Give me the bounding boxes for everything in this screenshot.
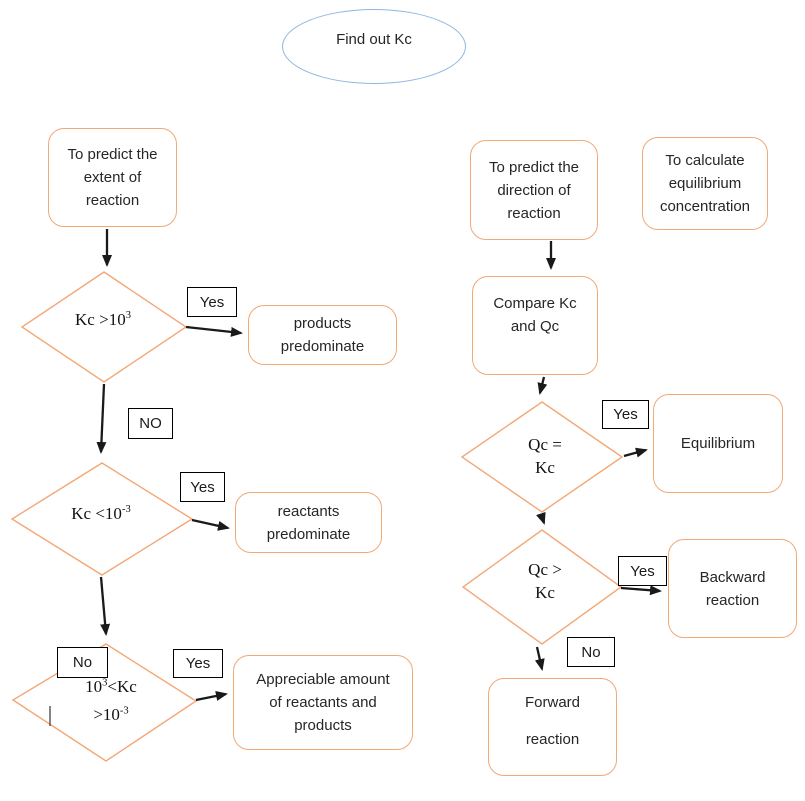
no-label-text: NO bbox=[139, 415, 162, 432]
extent-box-line: reaction bbox=[85, 192, 140, 209]
dr1-line1: Qc = bbox=[528, 435, 562, 454]
compare-box-line: Compare Kc bbox=[493, 294, 577, 312]
yes-label-d3: Yes bbox=[173, 649, 223, 678]
arrow-d1-to-products bbox=[185, 325, 243, 337]
backward-box: Backward reaction bbox=[668, 539, 797, 638]
appreciable-box-line: products bbox=[294, 717, 352, 734]
direction-box: To predict the direction of reaction bbox=[470, 140, 598, 240]
direction-box-line: reaction bbox=[507, 204, 561, 222]
no-label-text: No bbox=[72, 654, 93, 671]
direction-box-line: To predict the bbox=[488, 158, 580, 176]
decision-qc-gt-kc-text: Qc > Kc bbox=[528, 558, 562, 604]
yes-label-text: Yes bbox=[630, 562, 655, 580]
backward-box-line: reaction bbox=[705, 591, 760, 609]
d3-l2-exponent: -3 bbox=[119, 705, 129, 716]
calc-concentration-box: To calculate equilibrium concentration bbox=[642, 137, 768, 230]
yes-label-text: Yes bbox=[190, 478, 215, 496]
d3-line1: 103<Kc bbox=[85, 671, 137, 699]
dr2-line2: Kc bbox=[535, 583, 555, 602]
backward-box-line: Backward bbox=[699, 568, 766, 586]
d3-l1b: <Kc bbox=[107, 677, 137, 696]
arrow-d2-to-reactants bbox=[191, 518, 230, 531]
decision-kc-lt-1e-3-diamond bbox=[10, 462, 194, 576]
decision-kc-gt-1e3-diamond bbox=[20, 271, 188, 383]
no-label-dr2: No bbox=[567, 637, 615, 667]
arrow-dr2-to-forward bbox=[534, 646, 545, 671]
decision-kc-between-text: 103<Kc >10-3 bbox=[85, 671, 137, 726]
decision-kc-gt-1e3-text: Kc >103 bbox=[75, 304, 131, 332]
yes-label-text: Yes bbox=[613, 406, 638, 423]
yes-label-text: Yes bbox=[185, 655, 211, 672]
d1-exponent: 3 bbox=[125, 310, 131, 322]
calc-box-line: concentration bbox=[659, 198, 751, 215]
direction-box-line: direction of bbox=[497, 181, 571, 199]
arrow-d3-to-appreciable bbox=[195, 691, 228, 702]
no-label-text: No bbox=[581, 643, 601, 661]
no-label-d1: NO bbox=[128, 408, 173, 439]
yes-label-dr1: Yes bbox=[602, 400, 649, 429]
compare-box: Compare Kc and Qc bbox=[472, 276, 598, 375]
forward-box: Forward reaction bbox=[488, 678, 617, 776]
d3-l1-exponent: 3 bbox=[102, 677, 108, 689]
d3-l2a: >10 bbox=[93, 704, 120, 724]
equilibrium-box: Equilibrium bbox=[653, 394, 783, 493]
d3-l1a: 10 bbox=[85, 677, 103, 696]
extent-box-line: To predict the bbox=[67, 146, 158, 163]
calc-box-line: To calculate bbox=[665, 152, 745, 169]
equilibrium-box-label: Equilibrium bbox=[680, 435, 756, 452]
arrow-d2-to-d3 bbox=[99, 576, 111, 636]
extent-box: To predict the extent of reaction bbox=[48, 128, 177, 227]
start-label: Find out Kc bbox=[336, 31, 412, 48]
forward-box-line: reaction bbox=[525, 731, 580, 748]
start-ellipse: Find out Kc bbox=[282, 9, 466, 84]
arrow-compare-to-dr1 bbox=[537, 376, 548, 395]
d2-base: Kc <10 bbox=[71, 503, 122, 523]
appreciable-box-line: of reactants and bbox=[269, 694, 377, 711]
d1-base: Kc >10 bbox=[75, 309, 126, 329]
d2-exponent: -3 bbox=[121, 504, 131, 516]
arrow-d1-to-d2 bbox=[96, 383, 107, 454]
extent-box-line: extent of bbox=[83, 169, 142, 186]
products-box: products predominate bbox=[248, 305, 397, 365]
forward-box-line: Forward bbox=[524, 694, 580, 711]
products-box-line: products bbox=[293, 315, 352, 332]
yes-label-text: Yes bbox=[199, 293, 225, 311]
appreciable-box-line: Appreciable amount bbox=[256, 671, 390, 688]
reactants-box-line: predominate bbox=[266, 525, 351, 543]
compare-box-line: and Qc bbox=[510, 317, 560, 335]
d3-line2: >10-3 bbox=[85, 699, 137, 727]
yes-label-d2: Yes bbox=[180, 472, 225, 502]
dr1-line2: Kc bbox=[535, 458, 555, 477]
arrow-dr1-to-equilibrium bbox=[623, 447, 648, 458]
reactants-box-line: reactants bbox=[277, 502, 340, 520]
arrow-dr1-to-dr2 bbox=[536, 511, 546, 525]
arrow-dr2-to-backward bbox=[620, 585, 662, 596]
decision-qc-eq-kc-text: Qc = Kc bbox=[528, 433, 562, 479]
decision-qc-gt-kc-diamond bbox=[461, 529, 623, 645]
calc-box-line: equilibrium bbox=[668, 175, 742, 192]
dr2-line1: Qc > bbox=[528, 560, 562, 579]
appreciable-box: Appreciable amount of reactants and prod… bbox=[233, 655, 413, 750]
reactants-box: reactants predominate bbox=[235, 492, 382, 553]
decision-kc-lt-1e-3-text: Kc <10-3 bbox=[71, 498, 130, 526]
yes-label-d1: Yes bbox=[187, 287, 237, 317]
products-box-line: predominate bbox=[280, 338, 365, 355]
yes-label-dr2: Yes bbox=[618, 556, 667, 586]
no-label-d2: No bbox=[57, 647, 108, 678]
